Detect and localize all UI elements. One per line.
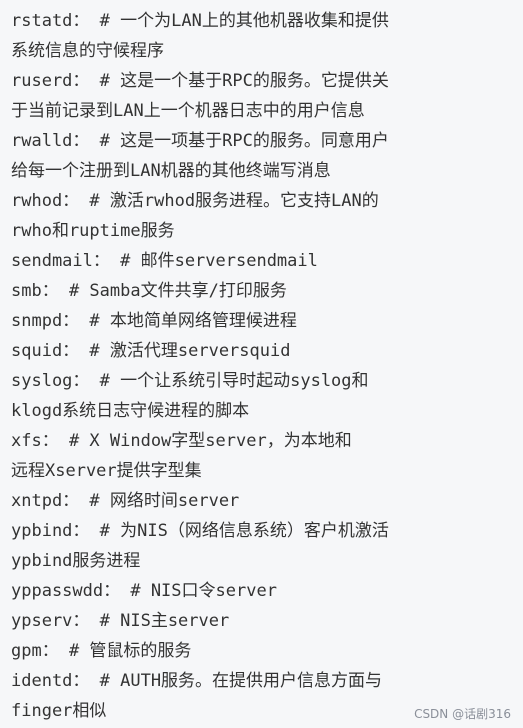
text-line: xntpd： # 网络时间server — [11, 491, 240, 511]
text-line: 于当前记录到LAN上一个机器日志中的用户信息 — [11, 101, 365, 121]
text-line: 给每一个注册到LAN机器的其他终端写消息 — [11, 161, 331, 181]
text-line: yppasswdd： # NIS口令server — [11, 581, 277, 601]
text-line: xfs： # X Window字型server，为本地和 — [11, 431, 352, 451]
text-line: rwhod： # 激活rwhod服务进程。它支持LAN的 — [11, 191, 379, 211]
text-line: 系统信息的守候程序 — [11, 41, 164, 61]
text-line: finger相似 — [11, 701, 107, 721]
text-line: smb： # Samba文件共享/打印服务 — [11, 281, 287, 301]
text-line: ypserv： # NIS主server — [11, 611, 230, 631]
text-line: klogd系统日志守候进程的脚本 — [11, 401, 250, 421]
text-line: rwalld： # 这是一项基于RPC的服务。同意用户 — [11, 131, 389, 151]
text-line: rstatd： # 一个为LAN上的其他机器收集和提供 — [11, 11, 389, 31]
text-line: ypbind服务进程 — [11, 551, 141, 571]
csdn-watermark: CSDN @话剧316 — [414, 707, 511, 721]
text-line: snmpd： # 本地简单网络管理候进程 — [11, 311, 297, 331]
text-line: ruserd： # 这是一个基于RPC的服务。它提供关 — [11, 71, 389, 91]
text-line: squid： # 激活代理serversquid — [11, 341, 291, 361]
text-line: ypbind： # 为NIS（网络信息系统）客户机激活 — [11, 521, 389, 541]
text-line: 远程Xserver提供字型集 — [11, 461, 202, 481]
text-line: gpm： # 管鼠标的服务 — [11, 641, 192, 661]
text-line: identd： # AUTH服务。在提供用户信息方面与 — [11, 671, 383, 691]
text-line: sendmail： # 邮件serversendmail — [11, 251, 318, 271]
text-line: rwho和ruptime服务 — [11, 221, 175, 241]
text-line: syslog： # 一个让系统引导时起动syslog和 — [11, 371, 369, 391]
